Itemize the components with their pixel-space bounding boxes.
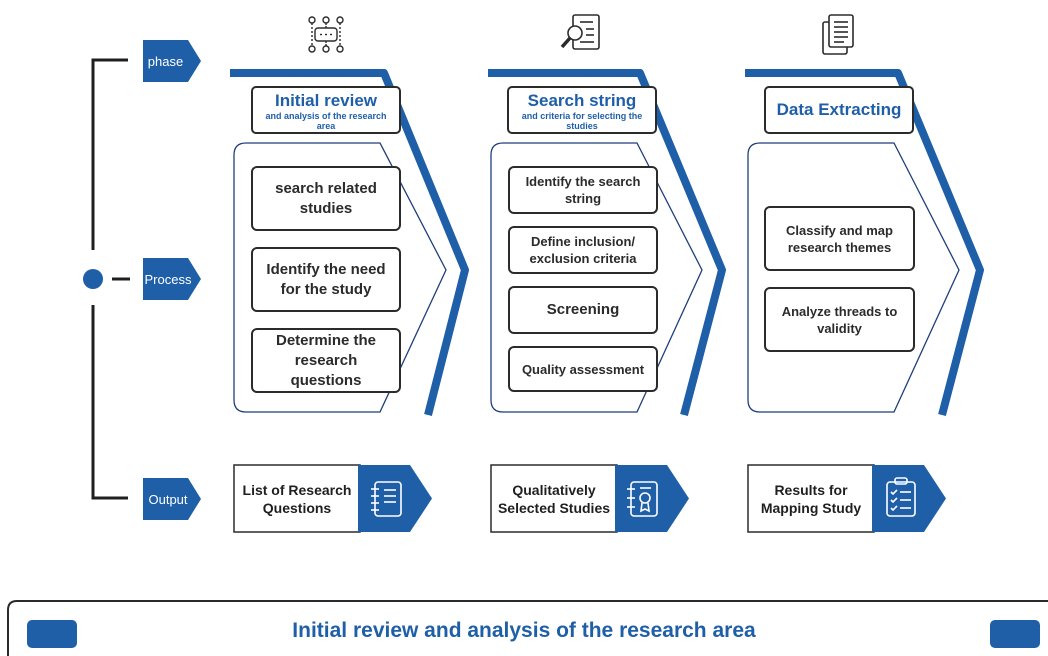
phase3-title-box: Data Extracting: [764, 86, 914, 134]
bottom-right-button[interactable]: [990, 620, 1040, 648]
phase1-step-3: Determine the research questions: [251, 328, 401, 393]
output-tag-shape: [143, 478, 201, 520]
left-bracket-line: [91, 58, 128, 500]
bottom-bar-title: Initial review and analysis of the resea…: [292, 619, 756, 642]
phase2-title-box: Search string and criteria for selecting…: [507, 86, 657, 134]
phase3-title: Data Extracting: [776, 100, 902, 119]
phase1-chevron: [230, 69, 469, 416]
phase2-title: Search string: [527, 91, 637, 110]
phase2-output: Qualitatively Selected Studies: [497, 481, 611, 516]
phase-label: phase: [147, 53, 184, 69]
process-dot: [83, 269, 103, 289]
phase1-panel: [233, 142, 447, 413]
flowchart-icon: [308, 16, 344, 53]
phase2-step-2: Define inclusion/ exclusion criteria: [508, 226, 658, 274]
phase1-step-1: search related studies: [251, 166, 401, 231]
phase1-output: List of Research Questions: [242, 481, 352, 516]
phase2-step-4: Quality assessment: [508, 346, 658, 392]
bottom-left-button[interactable]: [27, 620, 77, 648]
phase3-step-1: Classify and map research themes: [764, 206, 915, 271]
phase2-panel: [490, 142, 703, 413]
checklist-clipboard-icon: [886, 477, 916, 517]
phase2-step-1: Identify the search string: [508, 166, 658, 214]
phase3-output: Results for Mapping Study: [760, 481, 862, 516]
certificate-document-icon: [627, 481, 658, 517]
phase1-step-2: Identify the need for the study: [251, 247, 401, 312]
phase1-title: Initial review: [274, 91, 378, 110]
notebook-icon: [371, 481, 402, 517]
process-label: Process: [144, 271, 192, 287]
phase2-step-3: Screening: [508, 286, 658, 334]
phase2-chevron: [488, 69, 726, 417]
phase3-panel: [747, 142, 960, 413]
output-label: Output: [148, 491, 188, 507]
phase3-step-2: Analyze threads to validity: [764, 287, 915, 352]
copy-documents-icon: [822, 14, 854, 55]
bottom-bar-frame: [7, 600, 1048, 656]
process-tag-shape: [143, 258, 201, 300]
magnifier-document-icon: [560, 14, 600, 50]
phase2-subtitle: and criteria for selecting the studies: [521, 111, 643, 131]
phase-tag-shape: [143, 40, 201, 82]
phase1-title-box: Initial review and analysis of the resea…: [251, 86, 401, 134]
phase1-subtitle: and analysis of the research area: [265, 111, 387, 131]
phase3-chevron: [745, 69, 984, 417]
